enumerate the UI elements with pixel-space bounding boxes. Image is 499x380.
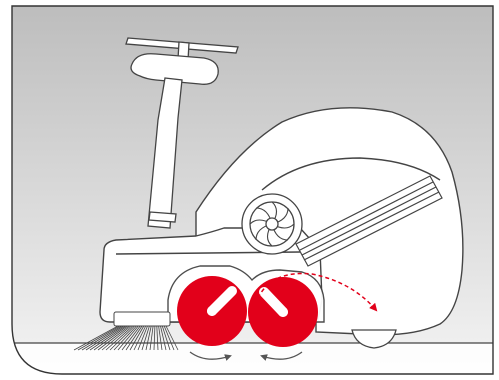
handle-control-head <box>130 53 219 85</box>
bristle <box>158 325 163 351</box>
roller-brush-left-hub <box>207 306 217 316</box>
roller-brush-right <box>248 277 318 347</box>
bristle <box>113 325 137 351</box>
bristle <box>81 325 122 351</box>
bristle <box>97 325 130 351</box>
bristle <box>73 325 119 351</box>
frame-border <box>11 5 494 375</box>
bristle <box>121 325 141 351</box>
handle-pole <box>147 77 183 229</box>
side-brush-head <box>113 311 171 327</box>
bristle <box>137 325 148 351</box>
bristle <box>77 325 120 351</box>
fan <box>241 193 303 255</box>
bristle <box>141 325 150 351</box>
bristle <box>129 325 145 351</box>
bristle <box>117 325 139 351</box>
side-brush-bristles <box>73 325 179 351</box>
hose-rib-3 <box>303 191 440 261</box>
bristle <box>109 325 135 351</box>
bristle <box>153 325 156 351</box>
hose-rib-1 <box>299 181 434 251</box>
bristle <box>149 325 154 351</box>
hose <box>295 175 443 267</box>
bristle <box>93 325 128 351</box>
rotation-arrow-left <box>189 351 232 361</box>
floor <box>12 343 493 374</box>
illustration-content <box>12 37 493 374</box>
housing-ridge <box>261 157 441 191</box>
bristle <box>125 325 143 351</box>
bristle <box>165 325 179 351</box>
rear-wheel <box>351 329 397 349</box>
bristle <box>160 325 167 351</box>
hose-rib-2 <box>301 186 437 256</box>
bristle <box>145 325 152 351</box>
bristle <box>163 325 175 351</box>
bristle <box>101 325 132 351</box>
fan-hub <box>265 217 279 231</box>
handle <box>125 37 239 229</box>
bristle <box>85 325 124 351</box>
rotation-arrow-right <box>260 351 303 361</box>
rear-wheel-shape <box>351 329 397 349</box>
handle-collar <box>148 211 177 223</box>
bristle <box>105 325 134 351</box>
bristle <box>133 325 147 351</box>
bristle <box>161 325 171 351</box>
bristle <box>89 325 126 351</box>
bristle <box>156 325 159 351</box>
roller-brush-left <box>177 276 247 346</box>
debris-flow-arrow <box>257 272 378 312</box>
side-brush <box>73 311 179 351</box>
roller-brush-right-hub <box>278 307 288 317</box>
